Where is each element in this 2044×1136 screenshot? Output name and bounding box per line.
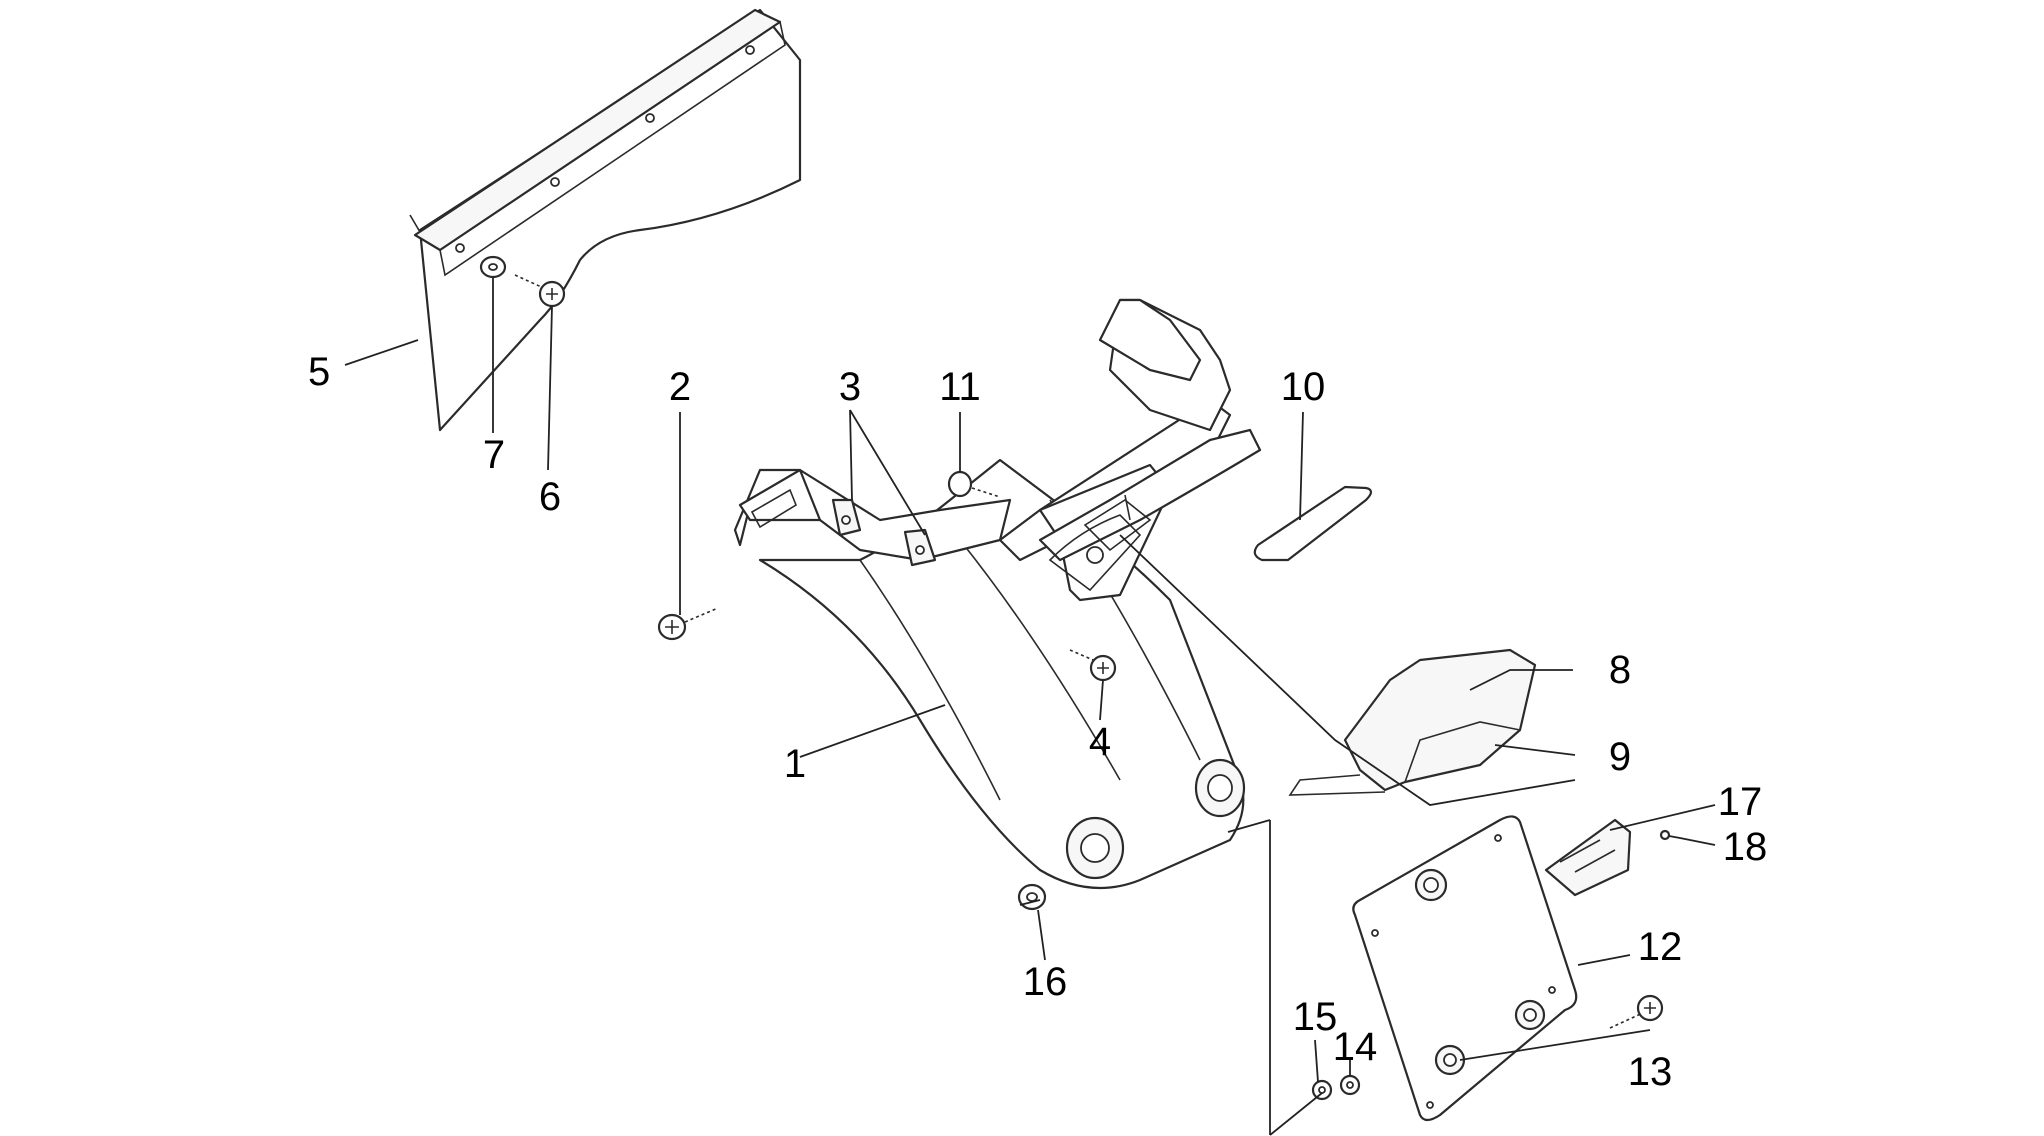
- screw-part-18: [1659, 829, 1671, 841]
- washer-part-15: [1311, 1079, 1333, 1101]
- callout-12: 12: [1638, 925, 1683, 969]
- callout-16: 16: [1023, 960, 1068, 1004]
- callout-11: 11: [939, 365, 981, 409]
- plate-bracket-part-12: [1352, 815, 1578, 1122]
- screw-part-6: [514, 274, 566, 308]
- callout-9: 9: [1609, 735, 1631, 779]
- lens-part-10: [1253, 485, 1373, 562]
- screw-part-2: [657, 607, 719, 641]
- screw-part-13: [1609, 994, 1664, 1029]
- callout-10: 10: [1281, 365, 1326, 409]
- callout-6: 6: [539, 475, 561, 519]
- callout-7: 7: [483, 433, 505, 477]
- nut-part-16: [1017, 883, 1047, 911]
- callout-15: 15: [1293, 995, 1338, 1039]
- callout-18: 18: [1723, 825, 1768, 869]
- callout-13: 13: [1628, 1050, 1673, 1094]
- callout-3: 3: [839, 365, 861, 409]
- callout-14: 14: [1333, 1025, 1378, 1069]
- washer-part-7: [479, 255, 507, 279]
- mudflap-part-5: [409, 8, 802, 432]
- callout-17: 17: [1718, 780, 1763, 824]
- lamp-part-8-9: [1288, 648, 1537, 796]
- callout-2: 2: [669, 365, 691, 409]
- holder-part-17: [1544, 818, 1632, 897]
- clip-part-3a: [831, 498, 862, 537]
- clip-part-3b: [903, 528, 937, 567]
- leader-lines: [344, 277, 1716, 1136]
- upper-bracket: [733, 298, 1262, 602]
- callout-labels: 5 7 6 2 3 11 10 1 4 8 9 17 18 12 13 16 1…: [308, 350, 1767, 1094]
- washer-part-14: [1339, 1074, 1361, 1096]
- screw-part-11: [947, 470, 1001, 498]
- callout-8: 8: [1609, 648, 1631, 692]
- callout-1: 1: [784, 742, 806, 786]
- callout-5: 5: [308, 350, 330, 394]
- callout-4: 4: [1089, 720, 1111, 764]
